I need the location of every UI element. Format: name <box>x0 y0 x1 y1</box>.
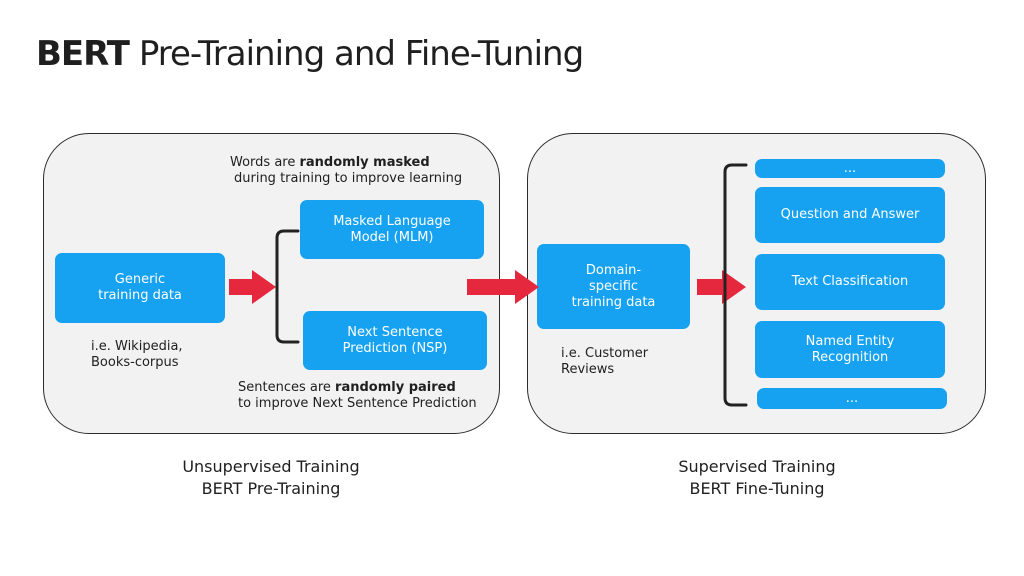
title-rest: Pre-Training and Fine-Tuning <box>138 34 584 74</box>
arrow-icon-pretraining <box>229 270 276 304</box>
page-title: BERT Pre-Training and Fine-Tuning <box>36 34 584 74</box>
arrow-icon-between-panels <box>467 270 539 304</box>
mlm-box: Masked Language Model (MLM) <box>300 200 484 259</box>
task-ellipsis-top: ... <box>755 159 945 178</box>
generic-data-note: i.e. Wikipedia, Books-corpus <box>91 339 183 370</box>
task-text-classification: Text Classification <box>755 254 945 310</box>
finetuning-caption: Supervised Training BERT Fine-Tuning <box>678 457 836 498</box>
domain-training-data-box: Domain- specific training data <box>537 244 690 329</box>
task-ellipsis-bottom: ... <box>757 388 947 409</box>
nsp-box: Next Sentence Prediction (NSP) <box>303 311 487 370</box>
task-named-entity-recognition: Named Entity Recognition <box>755 321 945 378</box>
title-bold: BERT <box>36 34 130 74</box>
domain-data-note: i.e. Customer Reviews <box>561 346 649 377</box>
bracket-finetuning <box>723 163 748 407</box>
task-question-answer: Question and Answer <box>755 187 945 243</box>
arrow-icon-finetuning <box>697 270 746 304</box>
generic-training-data-box: Generic training data <box>55 253 225 323</box>
bracket-pretraining <box>275 229 300 344</box>
pretraining-caption: Unsupervised Training BERT Pre-Training <box>182 457 360 498</box>
